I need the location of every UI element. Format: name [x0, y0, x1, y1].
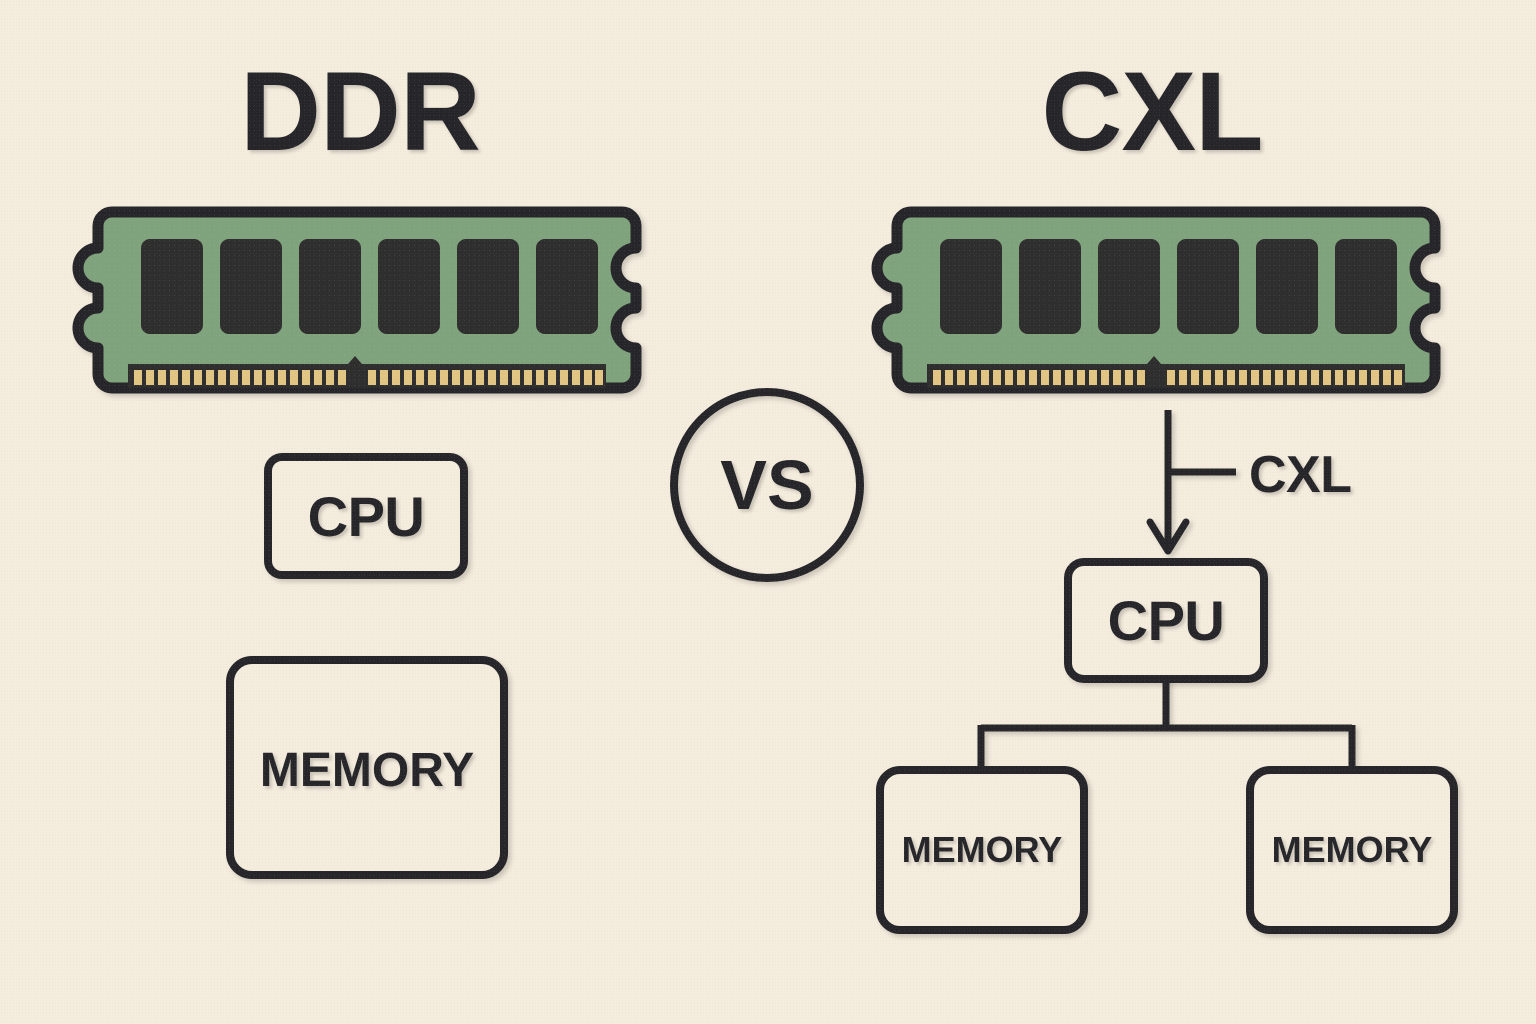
center-divider	[670, 185, 864, 937]
ram-pins	[933, 370, 1402, 385]
cxl-link-arrow	[1146, 410, 1236, 555]
vs-label: VS	[720, 446, 813, 524]
cxl-memory-left-node	[876, 766, 1088, 934]
cxl-cpu-label: CPU	[1108, 589, 1225, 652]
ddr-title: DDR	[240, 49, 480, 174]
ddr-cpu-label: CPU	[308, 485, 425, 548]
cxl-memory-right-label: MEMORY	[1272, 829, 1433, 870]
ddr-memory-label: MEMORY	[260, 744, 474, 797]
cxl-ram-module	[877, 212, 1435, 388]
cxl-panel: CXL	[876, 49, 1458, 934]
ddr-panel: DDR	[78, 49, 636, 920]
ram-pins	[134, 370, 603, 385]
cxl-link-label: CXL	[1249, 446, 1352, 504]
cxl-memory-left-label: MEMORY	[902, 829, 1063, 870]
ddr-ram-module	[78, 212, 636, 388]
vs-circle	[670, 388, 864, 582]
cxl-edges	[977, 679, 1356, 772]
cxl-memory-right-node	[1246, 766, 1458, 934]
cxl-title: CXL	[1042, 49, 1263, 174]
